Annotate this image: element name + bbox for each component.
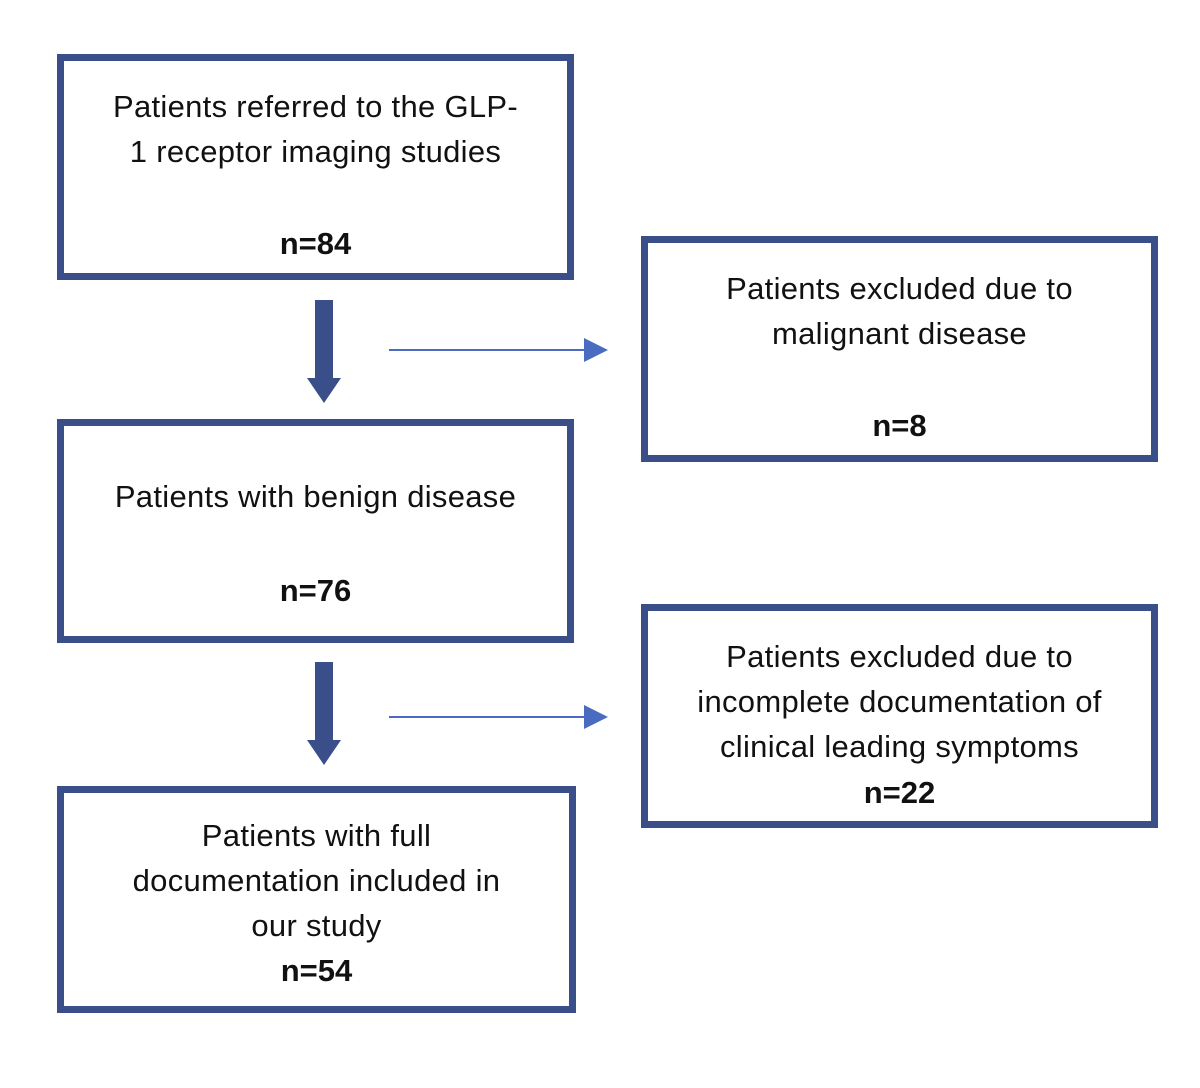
incomplete-text-line-2: incomplete documentation of [697, 684, 1102, 719]
benign-disease-box: Patients with benign disease n=76 [57, 419, 574, 643]
incomplete-count: n=22 [863, 775, 936, 810]
benign-count: n=76 [279, 573, 352, 608]
benign-text-line-1: Patients with benign disease [114, 479, 517, 514]
malignant-excluded-box: Patients excluded due to malignant disea… [641, 236, 1158, 462]
malignant-count: n=8 [872, 408, 927, 443]
included-text-line-3: our study [251, 908, 382, 943]
included-count: n=54 [280, 953, 353, 988]
malignant-text-line-2: malignant disease [772, 316, 1027, 351]
side-arrow-2 [389, 705, 608, 729]
referred-text-line-2: 1 receptor imaging studies [129, 134, 502, 169]
side-arrow-1 [389, 338, 608, 362]
referred-text-line-1: Patients referred to the GLP- [112, 89, 518, 124]
down-arrow-2 [307, 662, 341, 765]
down-arrow-1 [307, 300, 341, 403]
malignant-text-line-1: Patients excluded due to [726, 271, 1073, 306]
included-text-line-1: Patients with full [201, 818, 432, 853]
included-text-line-2: documentation included in [132, 863, 501, 898]
incomplete-text-line-1: Patients excluded due to [726, 639, 1073, 674]
referred-count: n=84 [279, 226, 352, 261]
incomplete-documentation-excluded-box: Patients excluded due to incomplete docu… [641, 604, 1158, 828]
included-study-box: Patients with full documentation include… [57, 786, 576, 1013]
referred-patients-box: Patients referred to the GLP- 1 receptor… [57, 54, 574, 280]
incomplete-text-line-3: clinical leading symptoms [720, 729, 1079, 764]
